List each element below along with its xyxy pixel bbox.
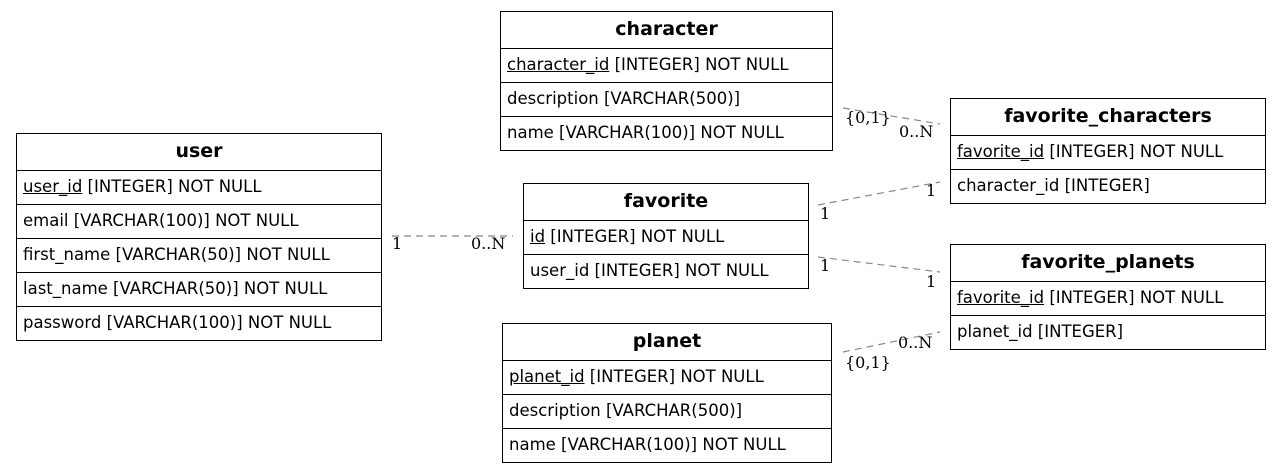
edge-label-favchar-cardinality-a: 0..N [899, 122, 933, 141]
primary-key: favorite_id [957, 288, 1045, 307]
edge-label-favplanets-cardinality-a: 1 [926, 272, 936, 291]
attribute-row: favorite_id [INTEGER] NOT NULL [951, 136, 1265, 170]
attribute-row: description [VARCHAR(500)] [503, 395, 831, 429]
attribute-row: name [VARCHAR(100)] NOT NULL [509, 435, 786, 454]
edge-favorite-favorite-characters [817, 181, 941, 206]
edge-planet-favorite-planets [842, 331, 941, 353]
attribute-row: email [VARCHAR(100)] NOT NULL [17, 205, 381, 239]
entity-title: planet [503, 324, 831, 361]
attribute-row: user_id [INTEGER] NOT NULL [17, 171, 381, 205]
primary-key: planet_id [509, 367, 585, 386]
primary-key: favorite_id [957, 142, 1045, 161]
attribute-row: planet_id [INTEGER] NOT NULL [503, 361, 831, 395]
attribute-row: last_name [VARCHAR(50)] NOT NULL [17, 273, 381, 307]
attribute-row: description [VARCHAR(500)] [501, 83, 832, 117]
entity-favorite-planets[interactable]: favorite_planets favorite_id [INTEGER] N… [950, 244, 1266, 350]
edge-label-planet-cardinality: {0,1} [845, 353, 891, 372]
entity-favorite[interactable]: favorite id [INTEGER] NOT NULL user_id [… [523, 183, 809, 289]
edge-label-user-cardinality: 1 [392, 234, 402, 253]
edge-label-character-cardinality: {0,1} [845, 108, 891, 127]
entity-title: favorite_characters [951, 99, 1265, 136]
edge-character-favorite-characters [842, 107, 941, 125]
attribute-row: favorite_id [INTEGER] NOT NULL [951, 282, 1265, 316]
attribute-row: password [VARCHAR(100)] NOT NULL [23, 313, 332, 332]
entity-title: character [501, 12, 832, 49]
attribute-row: planet_id [INTEGER] [957, 322, 1124, 341]
attribute-row: character_id [INTEGER] [957, 176, 1150, 195]
edge-label-favorite-cardinality-a: 0..N [471, 234, 505, 253]
entity-character[interactable]: character character_id [INTEGER] NOT NUL… [500, 11, 833, 151]
primary-key: id [530, 227, 546, 246]
primary-key: user_id [23, 177, 83, 196]
entity-user[interactable]: user user_id [INTEGER] NOT NULL email [V… [16, 133, 382, 341]
entity-favorite-characters[interactable]: favorite_characters favorite_id [INTEGER… [950, 98, 1266, 204]
edge-label-favorite-cardinality-c: 1 [820, 256, 830, 275]
entity-title: favorite_planets [951, 245, 1265, 282]
edge-label-favplanets-cardinality-b: 0..N [898, 333, 932, 352]
attribute-row: first_name [VARCHAR(50)] NOT NULL [17, 239, 381, 273]
attribute-row: id [INTEGER] NOT NULL [524, 221, 808, 255]
edge-label-favorite-cardinality-b: 1 [820, 204, 830, 223]
edge-label-favchar-cardinality-b: 1 [926, 181, 936, 200]
entity-planet[interactable]: planet planet_id [INTEGER] NOT NULL desc… [502, 323, 832, 463]
attribute-row: character_id [INTEGER] NOT NULL [501, 49, 832, 83]
entity-title: favorite [524, 184, 808, 221]
attribute-row: user_id [INTEGER] NOT NULL [530, 261, 769, 280]
edge-favorite-favorite-planets [817, 256, 941, 273]
primary-key: character_id [507, 55, 610, 74]
attribute-row: name [VARCHAR(100)] NOT NULL [507, 123, 784, 142]
entity-title: user [17, 134, 381, 171]
